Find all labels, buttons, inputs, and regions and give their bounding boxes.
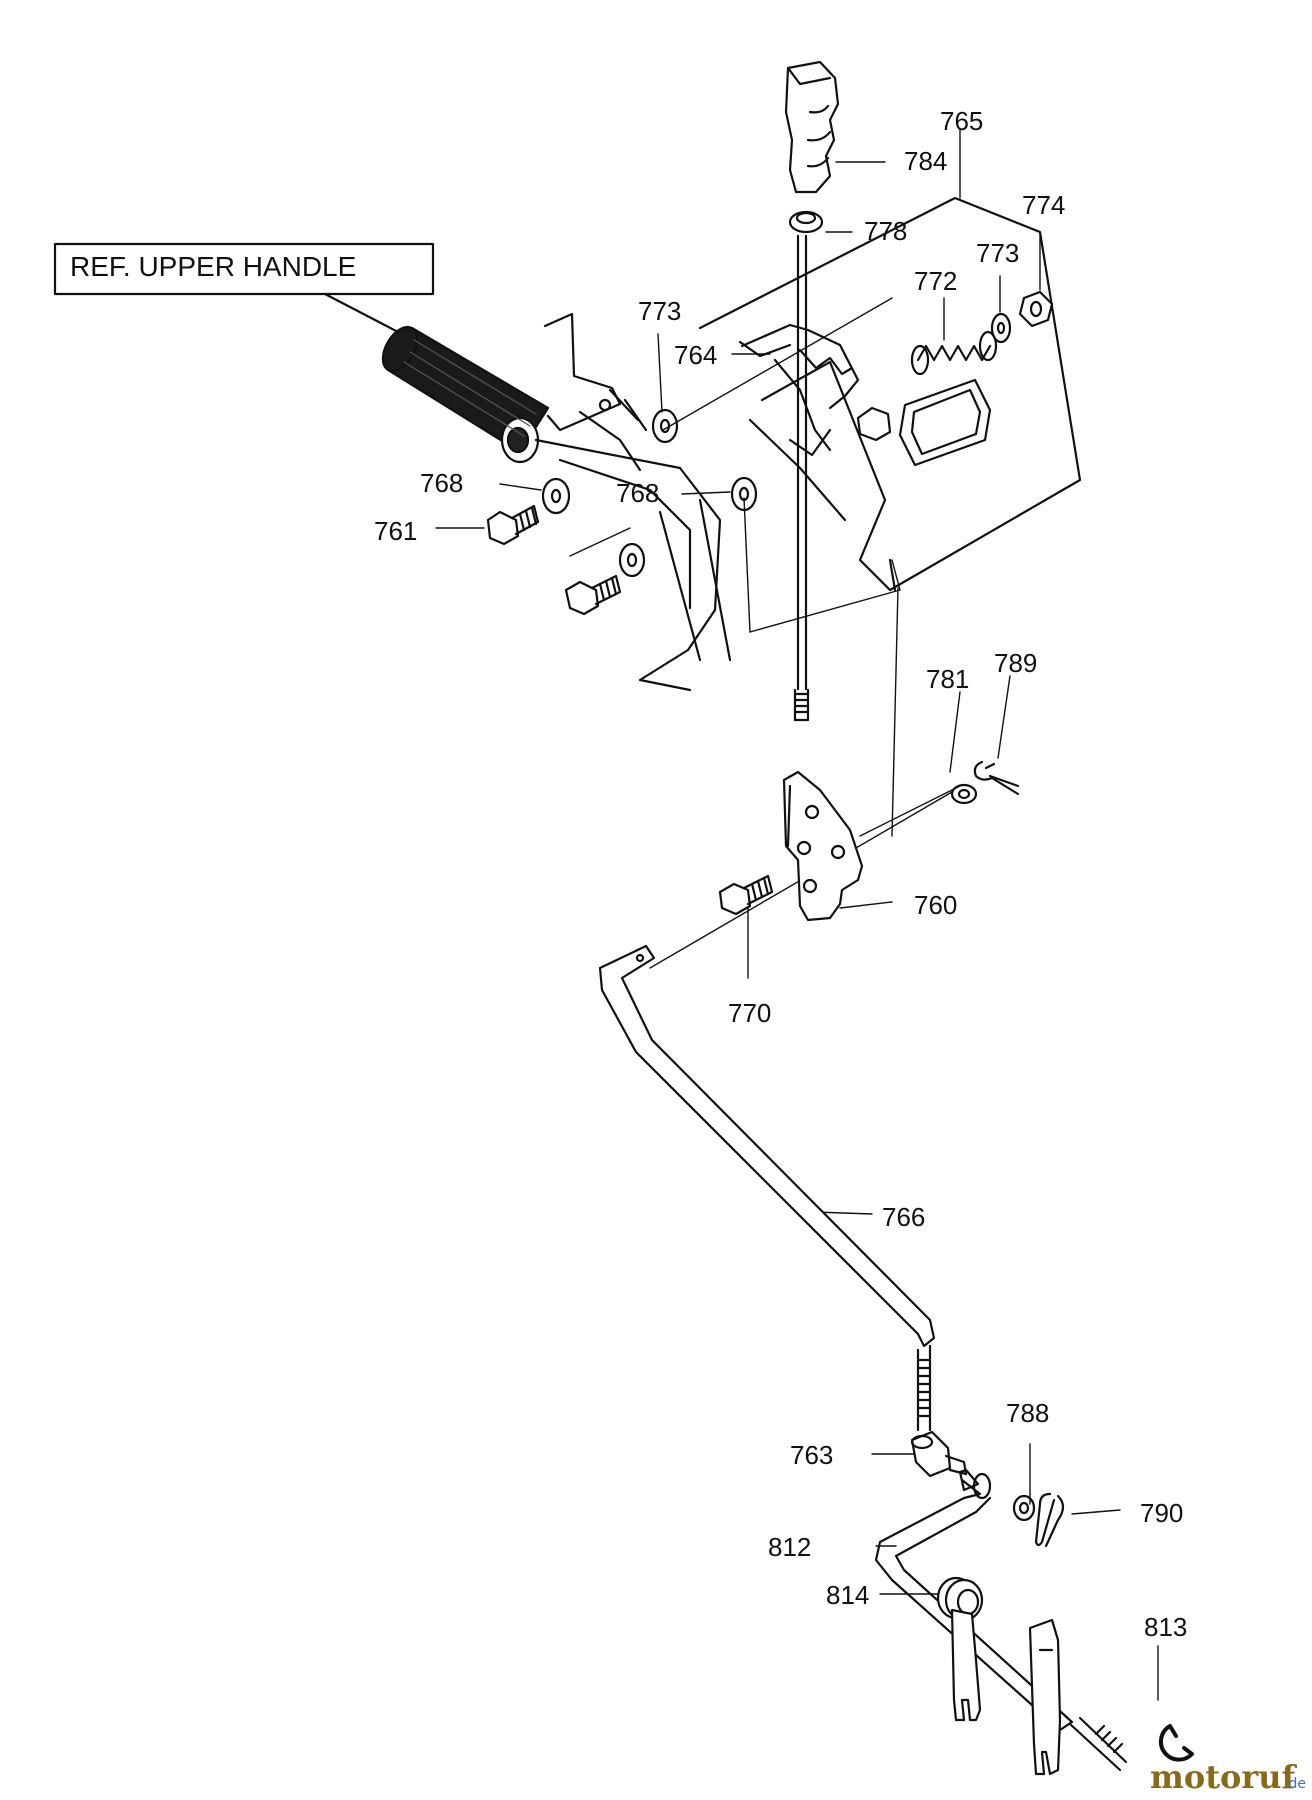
shift-rod-766	[598, 944, 936, 1432]
part-label: 789	[994, 648, 1037, 678]
part-label: 772	[914, 266, 957, 296]
part-labels: 765 784 778 774 773 772 773 764 768 768 …	[374, 106, 1187, 1642]
upper-handle-grip	[381, 325, 550, 464]
part-label: 773	[976, 238, 1019, 268]
fork-plate-right	[1028, 1618, 1062, 1776]
control-knob	[784, 60, 840, 194]
bolt-761	[486, 504, 540, 546]
washer-788	[1012, 1494, 1036, 1522]
part-label: 760	[914, 890, 957, 920]
bracket-760	[782, 770, 864, 922]
part-label: 788	[1006, 1398, 1049, 1428]
control-panel-plate	[698, 196, 1082, 592]
part-label: 768	[616, 478, 659, 508]
nut-774	[1018, 290, 1054, 328]
watermark-logo: motoruf	[1150, 1758, 1296, 1796]
spring-772	[910, 330, 998, 376]
e-ring-813	[1158, 1724, 1194, 1762]
part-label: 813	[1144, 1612, 1187, 1642]
part-label: 778	[864, 216, 907, 246]
handle-bracket	[534, 312, 732, 692]
part-label: 764	[674, 340, 717, 370]
washer-781	[950, 783, 978, 805]
reference-label: REF. UPPER HANDLE	[70, 251, 356, 282]
reference-box	[53, 242, 435, 296]
part-label: 768	[420, 468, 463, 498]
part-label: 773	[638, 296, 681, 326]
part-label: 784	[904, 146, 947, 176]
bolt-770	[718, 874, 774, 916]
part-label: 763	[790, 1440, 833, 1470]
part-label: 790	[1140, 1498, 1183, 1528]
washer-lower	[618, 542, 646, 578]
part-label: 766	[882, 1202, 925, 1232]
part-label: 770	[728, 998, 771, 1028]
bolt-handle-lower	[564, 574, 622, 616]
nut-center	[856, 406, 892, 442]
hairpin-789	[973, 760, 1020, 796]
nut-778	[788, 210, 824, 234]
part-label: 774	[1022, 190, 1065, 220]
watermark-tld: .de	[1284, 1776, 1306, 1792]
hairpin-790	[1034, 1492, 1065, 1548]
ferrule-763	[910, 1430, 968, 1478]
washer-773-right	[990, 312, 1012, 344]
part-label: 765	[940, 106, 983, 136]
shift-rod	[796, 234, 808, 692]
part-label: 812	[768, 1532, 811, 1562]
fork-plate-left	[950, 1608, 982, 1722]
part-label: 814	[826, 1580, 869, 1610]
part-label: 761	[374, 516, 417, 546]
washer-773-left	[651, 408, 679, 444]
washer-768-left	[541, 477, 571, 515]
part-label: 781	[926, 664, 969, 694]
